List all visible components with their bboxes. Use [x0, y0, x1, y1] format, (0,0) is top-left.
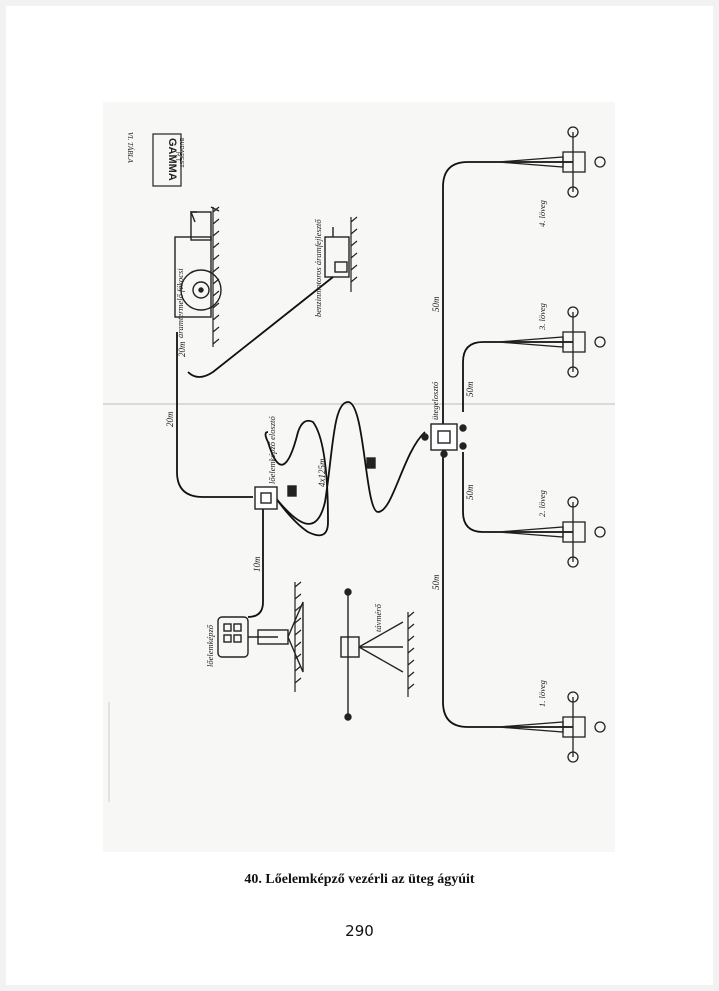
svg-text:R.T.: R.T.	[174, 152, 180, 163]
gun-2	[497, 496, 606, 568]
page: GAMMA R.T. BUDAPEST VI. TÁBLA áramtermel…	[6, 6, 713, 985]
distance-label: 10m	[252, 556, 262, 572]
engine-generator	[324, 227, 350, 278]
ground-hatches	[212, 206, 415, 697]
label-battery-distributor: ütegelosztó	[430, 381, 440, 420]
label-gun-4: 4. löveg	[537, 200, 547, 227]
label-gun-3: 3. löveg	[537, 303, 547, 331]
director-instrument	[217, 601, 304, 673]
generator-car	[174, 206, 222, 318]
distance-label: 20m	[177, 341, 187, 357]
figure-caption: 40. Lőelemképző vezérli az üteg ágyúit	[244, 872, 475, 887]
label-generator-car: áramtermelő fékocsi	[175, 268, 185, 338]
distance-label: 50m	[465, 484, 475, 500]
label-rangefinder: távmérő	[373, 603, 383, 632]
svg-text:BUDAPEST: BUDAPEST	[178, 138, 184, 168]
gun-3	[497, 306, 606, 378]
distance-label: 50m	[431, 296, 441, 312]
wiring-diagram: GAMMA R.T. BUDAPEST VI. TÁBLA áramtermel…	[103, 126, 615, 802]
gamma-logo: GAMMA R.T. BUDAPEST	[152, 133, 184, 187]
svg-text:GAMMA: GAMMA	[166, 138, 178, 181]
label-director: lőelemképző	[205, 624, 215, 667]
label-gun-1: 1. löveg	[537, 680, 547, 707]
diagram-plate: GAMMA R.T. BUDAPEST VI. TÁBLA áramtermel…	[103, 102, 615, 852]
guns	[497, 126, 606, 763]
gun-1	[497, 691, 606, 763]
battery-distributor-box	[421, 423, 467, 458]
label-gun-2: 2. löveg	[537, 490, 547, 517]
distance-label: 50m	[465, 381, 475, 397]
label-engine-generator: benzinmotoros áramfejlesztő	[313, 219, 323, 317]
rangefinder-instrument	[340, 588, 404, 721]
cables	[176, 161, 573, 728]
distance-label: 20m	[165, 411, 175, 427]
gun-4	[497, 126, 606, 198]
table-label: VI. TÁBLA	[126, 132, 134, 163]
distributor-box	[254, 457, 376, 510]
label-distributor: lőelemképző elosztó	[267, 416, 277, 484]
distance-label: 50m	[431, 574, 441, 590]
page-number: 290	[345, 922, 374, 940]
distance-label: 4x125m	[317, 458, 327, 487]
